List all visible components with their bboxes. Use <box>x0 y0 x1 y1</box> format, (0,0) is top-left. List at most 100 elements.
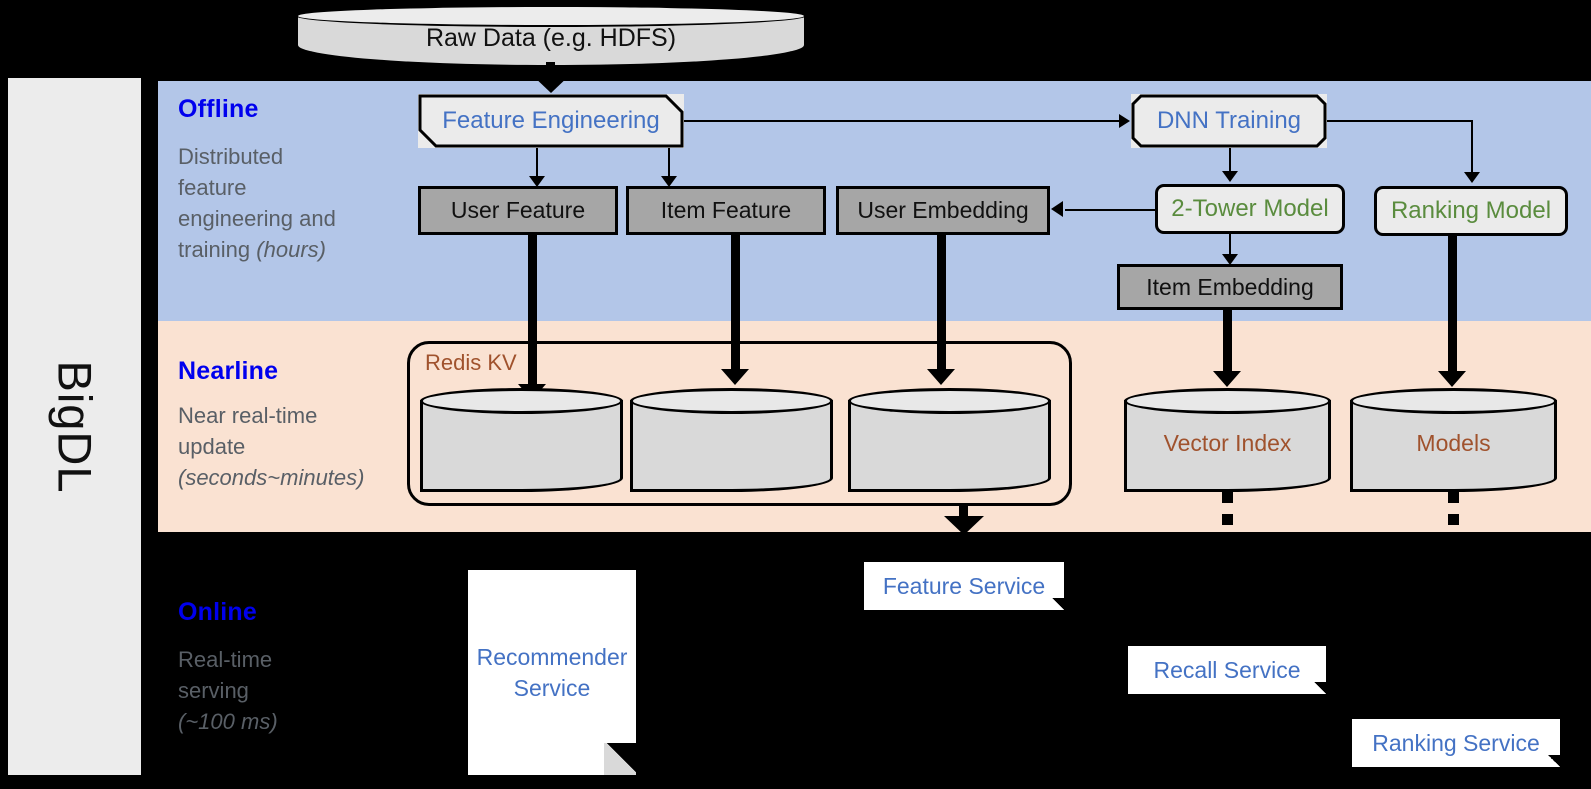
cylinder-top <box>848 388 1051 414</box>
arrowhead-twotower-userembedding <box>1051 201 1063 217</box>
dnn-training-label: DNN Training <box>1156 107 1302 134</box>
pipe-redis-featureservice <box>959 506 968 520</box>
edge-fe-userfeature <box>536 148 538 182</box>
edge-dnn-twotower <box>1229 148 1231 175</box>
pipe-models-dot-1 <box>1448 492 1459 503</box>
band-title-online: Online <box>178 598 257 626</box>
dnn-training-node[interactable]: DNN Training <box>1131 94 1327 148</box>
arrowhead-rankingmodel-models <box>1438 371 1466 387</box>
pipe-rankingmodel-models <box>1448 236 1457 375</box>
band-title-nearline: Nearline <box>178 357 279 385</box>
models-label: Models <box>1416 430 1491 456</box>
cylinder-top <box>296 5 806 27</box>
online-sub-em: (~100 ms) <box>178 709 278 734</box>
band-subtitle-offline: Distributed feature engineering and trai… <box>178 141 398 265</box>
edge-dnn-ranking-v <box>1471 120 1473 175</box>
edge-fe-dnn <box>684 120 1121 122</box>
page-fold-icon <box>604 743 636 775</box>
arrowhead-fe-itemfeature <box>661 176 677 187</box>
redis-kv-label: Redis KV <box>425 350 517 375</box>
pipe-userfeature-store <box>528 235 537 388</box>
arrowhead-redis-featureservice <box>944 516 984 535</box>
edge-dnn-ranking-h <box>1327 120 1473 122</box>
arrowhead-twotower-itemembedding <box>1222 254 1238 265</box>
pipe-vectorindex-dot-2 <box>1222 514 1233 525</box>
item-feature-node[interactable]: Item Feature <box>626 186 826 235</box>
two-tower-model-label: 2-Tower Model <box>1171 195 1329 222</box>
online-sub-2: serving <box>178 678 249 703</box>
pipe-itemfeature-store <box>731 235 740 373</box>
vector-index-label: Vector Index <box>1163 430 1292 456</box>
arrowhead-dnn-twotower <box>1222 171 1238 182</box>
models-store[interactable]: Models <box>1350 388 1557 492</box>
cylinder-top <box>1124 388 1331 414</box>
recall-service-node[interactable]: Recall Service <box>1128 646 1326 694</box>
online-sub-1: Real-time <box>178 647 273 672</box>
nearline-sub-1: Near real-time <box>178 403 318 428</box>
raw-data-label: Raw Data (e.g. HDFS) <box>425 23 677 52</box>
page-fold-icon <box>1314 682 1326 694</box>
bigdl-label: BigDL <box>48 359 101 494</box>
plaque-shape <box>1131 94 1327 148</box>
raw-data-store: Raw Data (e.g. HDFS) <box>296 5 806 67</box>
user-feature-node[interactable]: User Feature <box>418 186 618 235</box>
nearline-sub-2: update <box>178 434 246 459</box>
arrowhead-userembedding-store <box>927 369 955 385</box>
cylinder-top <box>1350 388 1557 414</box>
offline-sub-2: feature <box>178 175 247 200</box>
item-feature-label: Item Feature <box>660 197 792 223</box>
arrowhead-rawdata-fe <box>531 74 571 93</box>
ranking-model-node[interactable]: Ranking Model <box>1374 186 1568 236</box>
cylinder-body <box>848 400 1051 492</box>
feature-service-label: Feature Service <box>882 573 1046 599</box>
feature-engineering-node[interactable]: Feature Engineering <box>418 94 684 148</box>
store-user-feature[interactable] <box>420 388 623 492</box>
offline-sub-3: engineering and <box>178 206 336 231</box>
recall-service-label: Recall Service <box>1153 657 1301 683</box>
recommender-service-label: Recommender Service <box>476 643 628 701</box>
arrowhead-fe-userfeature <box>529 176 545 187</box>
user-feature-label: User Feature <box>450 197 586 223</box>
cylinder-body <box>420 400 623 492</box>
bigdl-platform-panel: BigDL <box>8 78 141 775</box>
feature-engineering-label: Feature Engineering <box>442 107 660 134</box>
feature-service-node[interactable]: Feature Service <box>864 562 1064 610</box>
pipe-userembedding-store <box>937 235 946 373</box>
pipe-models-dot-2 <box>1448 514 1459 525</box>
item-embedding-node[interactable]: Item Embedding <box>1117 264 1343 310</box>
cylinder-body <box>1124 400 1331 492</box>
arrowhead-itemembedding-vectorindex <box>1213 371 1241 387</box>
vector-index-store[interactable]: Vector Index <box>1124 388 1331 492</box>
offline-sub-1: Distributed <box>178 144 284 169</box>
ranking-service-node[interactable]: Ranking Service <box>1352 719 1560 767</box>
ranking-service-label: Ranking Service <box>1372 730 1540 756</box>
offline-sub-4: training <box>178 237 257 262</box>
page-fold-icon <box>1548 755 1560 767</box>
arrowhead-itemfeature-store <box>721 369 749 385</box>
store-user-embedding[interactable] <box>848 388 1051 492</box>
two-tower-model-node[interactable]: 2-Tower Model <box>1155 184 1345 234</box>
arrowhead-fe-dnn <box>1119 114 1130 128</box>
cylinder-body <box>1350 400 1557 492</box>
cylinder-body <box>630 400 833 492</box>
band-subtitle-nearline: Near real-time update (seconds~minutes) <box>178 400 418 493</box>
item-embedding-label: Item Embedding <box>1146 273 1314 300</box>
recommender-service-node[interactable]: Recommender Service <box>468 570 636 775</box>
edge-twotower-itemembedding <box>1229 234 1231 260</box>
band-subtitle-online: Real-time serving (~100 ms) <box>178 644 418 737</box>
cylinder-top <box>630 388 833 414</box>
cylinder-top <box>420 388 623 414</box>
page-fold-icon <box>1052 598 1064 610</box>
edge-fe-itemfeature <box>668 148 670 182</box>
edge-twotower-userembedding <box>1065 209 1157 211</box>
arrowhead-dnn-ranking <box>1464 172 1480 183</box>
pipe-itemembedding-vectorindex <box>1223 310 1232 375</box>
nearline-sub-em: (seconds~minutes) <box>178 465 365 490</box>
store-item-feature[interactable] <box>630 388 833 492</box>
offline-sub-em: (hours) <box>256 237 326 262</box>
plaque-shape <box>418 94 684 148</box>
band-title-offline: Offline <box>178 95 259 123</box>
user-embedding-node[interactable]: User Embedding <box>836 186 1050 235</box>
redis-kv-container <box>407 341 1072 506</box>
